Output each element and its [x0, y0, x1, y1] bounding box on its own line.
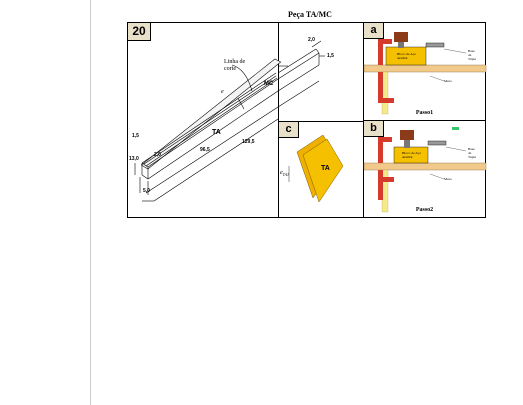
ta-part-illustration: [288, 134, 344, 203]
bar-drawing: [134, 58, 288, 202]
panel-c-letter: c: [279, 122, 299, 138]
dim-1-5-left: 1,5: [132, 133, 139, 139]
figure-title: Peça TA/MC: [288, 10, 332, 19]
page-margin-rule: [90, 0, 91, 405]
dim-1-5-right: 1,5: [327, 53, 334, 59]
panel-a: a Bloco de Aço auxiliar Base da Tupia Me…: [363, 23, 487, 121]
panel-a-step: Passo1: [415, 110, 434, 116]
panel-b: b Bloco de Aço auxiliar Base da Tupia Me…: [363, 121, 487, 217]
dimension-e-label: e: [221, 89, 224, 95]
main-drawing-panel: 20: [128, 23, 288, 217]
panel-b-step: Passo2: [415, 207, 434, 213]
panel-a-letter: a: [364, 23, 384, 39]
bar-end-drawing: [277, 40, 325, 108]
dim-13-0: 13,0: [129, 156, 139, 162]
clamp-illustration-a: [363, 32, 487, 115]
ta-label: TA: [212, 129, 221, 136]
panel-c-e-label: eTA1: [280, 170, 290, 178]
panel-c: c TA eTA1: [279, 121, 363, 217]
panel-b-table-label: Mesa: [444, 177, 452, 181]
mc-label: MC: [264, 81, 274, 87]
panel-a-table-label: Mesa: [444, 79, 452, 83]
panel-c-ta-label: TA: [321, 165, 330, 172]
dim-96-5: 96,5: [200, 147, 210, 153]
panel-b-side-label: Base da Tupia: [468, 147, 477, 159]
panel-b-letter: b: [364, 121, 384, 137]
cut-line-label: Linha de corte: [224, 59, 246, 72]
dim-5-0: 5,0: [143, 188, 150, 194]
dim-2-0-left: 2,0: [154, 152, 161, 158]
panel-b-block-label: Bloco de Aço auxiliar: [402, 151, 422, 159]
panel-a-block-label: Bloco de Aço auxiliar: [397, 52, 417, 60]
dim-129-5: 129,5: [242, 139, 255, 145]
panel-a-side-label: Base da Tupia: [468, 49, 477, 61]
clamp-illustration-b: [363, 127, 487, 213]
figure-frame: 20: [127, 22, 487, 218]
dim-2-0-top: 2,0: [308, 37, 315, 43]
figure-number-badge: 20: [128, 23, 151, 41]
